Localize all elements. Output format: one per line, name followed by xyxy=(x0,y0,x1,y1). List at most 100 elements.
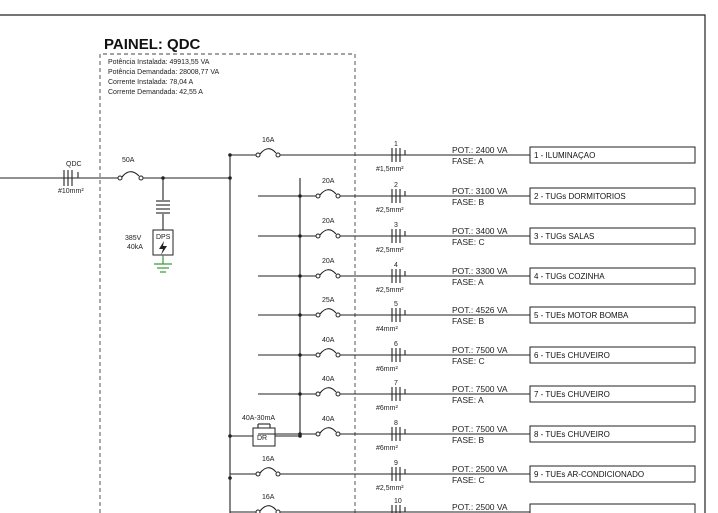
dr-branch: DR 40A-30mA xyxy=(230,415,300,447)
circuit-label-box xyxy=(529,306,696,324)
circuit-label-box xyxy=(529,146,696,164)
circuit-label: 4 - TUGs COZINHA xyxy=(534,272,605,281)
circuit-label-box xyxy=(529,503,696,513)
circuit-number: 8 xyxy=(394,420,398,427)
circuit-label-box xyxy=(529,465,696,483)
circuit-breaker xyxy=(315,269,341,279)
main-breaker-rating: 50A xyxy=(122,157,135,164)
breaker-rating: 16A xyxy=(262,494,275,501)
conductor-mark xyxy=(391,148,406,162)
circuit-label-box xyxy=(529,425,696,443)
circuit-breaker xyxy=(315,387,341,397)
circuit-power: POT.: 7500 VA xyxy=(452,424,508,434)
feeder-name: QDC xyxy=(66,161,82,168)
panel-boundary xyxy=(99,53,356,513)
feeder: QDC #10mm² 50A xyxy=(0,157,230,195)
circuit-cable: #1,5mm² xyxy=(376,166,404,173)
dr-rating: 40A-30mA xyxy=(242,415,275,422)
panel-title: PAINEL: QDC xyxy=(104,36,201,53)
circuit-breaker xyxy=(255,467,281,477)
circuit-number: 6 xyxy=(394,341,398,348)
circuit-label: 5 - TUEs MOTOR BOMBA xyxy=(534,311,629,320)
circuit-phase: FASE: A xyxy=(452,277,484,287)
circuit-cable: #2,5mm² xyxy=(376,247,404,254)
drawing-frame xyxy=(0,14,706,513)
conductor-mark xyxy=(391,308,406,322)
circuit-number: 10 xyxy=(394,498,402,505)
breaker-rating: 40A xyxy=(322,376,335,383)
dr-box xyxy=(252,427,276,447)
circuit-cable: #6mm² xyxy=(376,405,398,412)
dr-label: DR xyxy=(257,435,267,442)
circuit-number: 1 xyxy=(394,141,398,148)
circuit-breaker xyxy=(315,427,341,437)
circuit-cable: #2,5mm² xyxy=(376,207,404,214)
breaker-rating: 20A xyxy=(322,178,335,185)
circuit-label-box xyxy=(529,385,696,403)
circuit-phase: FASE: A xyxy=(452,156,484,166)
circuit-phase: FASE: C xyxy=(452,475,485,485)
main-breaker xyxy=(117,171,144,181)
breaker-rating: 25A xyxy=(322,297,335,304)
circuit-label-box xyxy=(529,346,696,364)
panel-info-line: Corrente Instalada: 78,04 A xyxy=(108,79,194,86)
circuit-cable: #2,5mm² xyxy=(376,485,404,492)
circuit-phase: FASE: C xyxy=(452,356,485,366)
dps-current: 40kA xyxy=(127,244,143,251)
circuit-number: 7 xyxy=(394,380,398,387)
feeder-cable: #10mm² xyxy=(58,188,84,195)
circuit-number: 3 xyxy=(394,222,398,229)
breaker-rating: 20A xyxy=(322,258,335,265)
circuit-breaker xyxy=(315,189,341,199)
circuit-power: POT.: 3100 VA xyxy=(452,186,508,196)
circuit-label: 3 - TUGs SALAS xyxy=(534,232,594,241)
circuit-label-box xyxy=(529,227,696,245)
breaker-rating: 40A xyxy=(322,416,335,423)
circuit-label-box xyxy=(529,267,696,285)
panel-info-line: Potência Demandada: 28008,77 VA xyxy=(108,69,220,76)
conductor-mark xyxy=(391,467,406,481)
panel-info-line: Corrente Demandada: 42,55 A xyxy=(108,89,203,96)
circuit-label: 2 - TUGs DORMITORIOS xyxy=(534,192,626,201)
circuit-power: POT.: 7500 VA xyxy=(452,345,508,355)
conductor-mark xyxy=(391,505,406,513)
circuit-phase: FASE: B xyxy=(452,197,484,207)
dps-branch: DPS 385V 40kA xyxy=(125,178,174,273)
conductor-mark xyxy=(391,348,406,362)
circuit-power: POT.: 2500 VA xyxy=(452,464,508,474)
circuit-label-box xyxy=(529,187,696,205)
circuit-power: POT.: 4526 VA xyxy=(452,305,508,315)
circuit-breaker xyxy=(255,505,281,513)
circuit-phase: FASE: B xyxy=(452,316,484,326)
breaker-rating: 40A xyxy=(322,337,335,344)
circuit-label: 7 - TUEs CHUVEIRO xyxy=(534,390,610,399)
circuit-label: 9 - TUEs AR-CONDICIONADO xyxy=(534,470,644,479)
conductor-mark xyxy=(391,189,406,203)
conductor-mark xyxy=(391,387,406,401)
circuit-breaker xyxy=(315,229,341,239)
circuit-power: POT.: 7500 VA xyxy=(452,384,508,394)
circuit-phase: FASE: A xyxy=(452,395,484,405)
circuit-label: 8 - TUEs CHUVEIRO xyxy=(534,430,610,439)
circuit-phase: FASE: C xyxy=(452,237,485,247)
circuit-label: 1 - ILUMINAÇAO xyxy=(534,151,595,160)
circuit-label: 6 - TUEs CHUVEIRO xyxy=(534,351,610,360)
breaker-rating: 20A xyxy=(322,218,335,225)
conductor-mark xyxy=(391,269,406,283)
circuit-cable: #4mm² xyxy=(376,326,398,333)
circuit-power: POT.: 3300 VA xyxy=(452,266,508,276)
circuit-number: 2 xyxy=(394,182,398,189)
dps-label: DPS xyxy=(156,234,171,241)
